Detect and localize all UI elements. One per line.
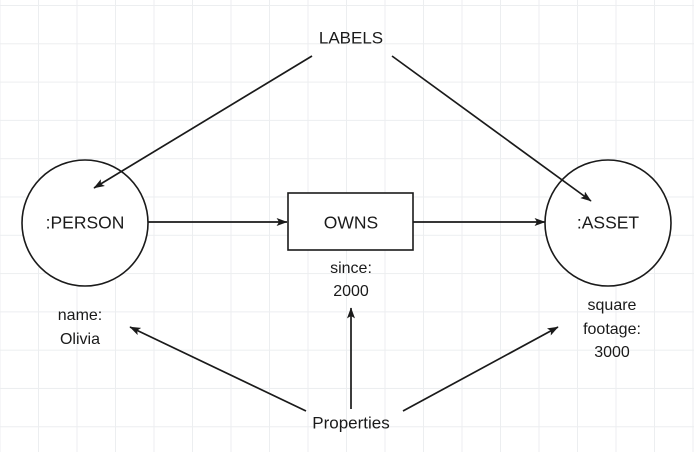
property-asset-line-3: 3000 [594,344,630,361]
relationship-owns-label: OWNS [324,213,378,233]
property-person-line-1: name: [58,307,102,324]
leader-labels-to-asset [391,55,592,202]
property-asset-line-2: footage: [583,321,641,338]
property-person-line-2: Olivia [60,331,100,348]
node-person-circle[interactable] [21,159,149,287]
property-asset-line-1: square [588,297,637,314]
node-person-label: :PERSON [46,213,125,233]
leader-properties-to-asset-prop [402,326,559,412]
relationship-owns-box[interactable] [287,192,414,251]
property-owns-line-1: since: [330,260,372,277]
leader-labels-to-person [93,55,313,189]
node-asset-label: :ASSET [577,213,640,233]
property-owns-line-2: 2000 [333,283,369,300]
annotation-properties-text: Properties [312,413,389,432]
leader-properties-to-person-prop [129,326,307,412]
annotation-labels-text: LABELS [319,28,383,47]
